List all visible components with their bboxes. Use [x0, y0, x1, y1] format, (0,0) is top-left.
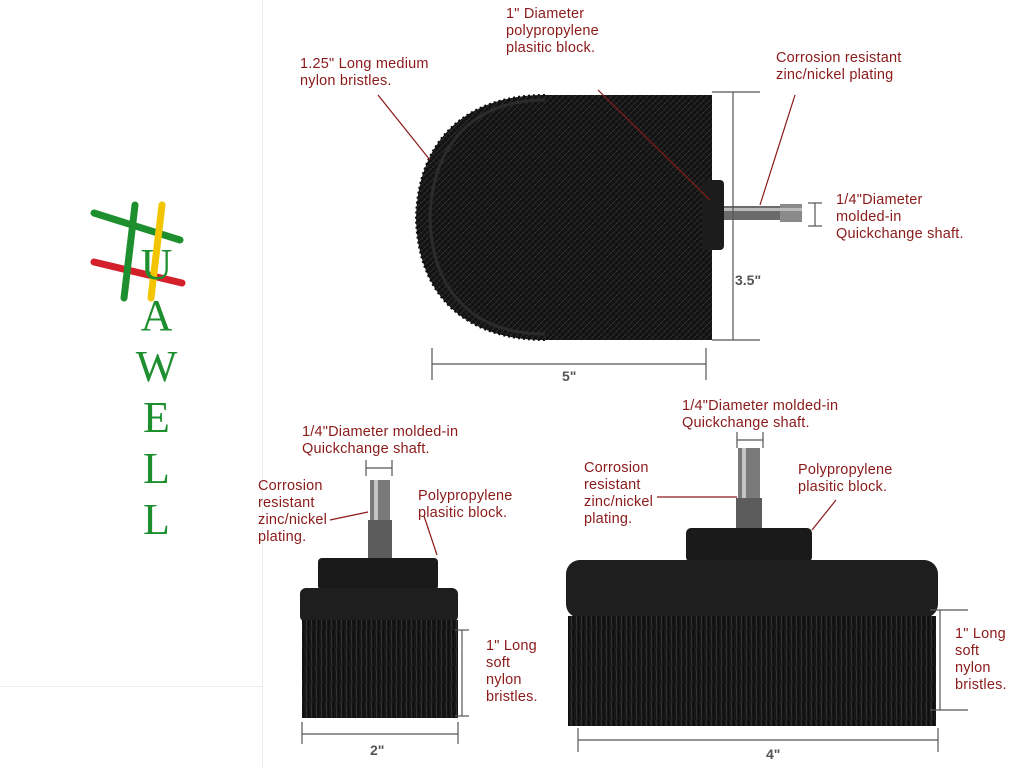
small-brush-bristles: [302, 620, 458, 718]
brand-name: UAWELL: [132, 240, 181, 546]
small-shaft-label: 1/4"Diameter molded-in Quickchange shaft…: [302, 424, 459, 457]
large-shaft-label: 1/4"Diameter molded-in Quickchange shaft…: [682, 398, 839, 431]
logo-yellow-vertical: [147, 201, 166, 302]
large-bristles-label: 1" Long soft nylon bristles.: [955, 626, 1007, 693]
small-width-dimension: 2": [370, 742, 385, 758]
small-flat-brush: [300, 480, 458, 718]
top-block-label: 1" Diameter polypropylene plasitic block…: [506, 6, 599, 56]
large-plating-label: Corrosion resistant zinc/nickel plating.: [584, 460, 654, 527]
small-bristles-label: 1" Long soft nylon bristles.: [486, 638, 538, 705]
large-flat-brush: [566, 448, 938, 726]
leader-lines: [329, 89, 837, 556]
logo-mark: [90, 201, 186, 302]
small-brush-block: [318, 558, 438, 590]
top-plating-label: Corrosion resistant zinc/nickel plating: [776, 50, 902, 83]
top-cone-brush: [414, 94, 802, 341]
dimension-lines: [301, 91, 968, 752]
logo-green-stroke: [90, 209, 184, 244]
top-brush-block: [702, 180, 724, 250]
large-brush-bristles: [568, 616, 936, 726]
panel-divider-horizontal: [0, 686, 262, 687]
top-width-dimension: 5": [562, 368, 577, 384]
top-brush-bristles: [416, 95, 712, 340]
panel-divider: [262, 0, 263, 768]
logo-red-stroke: [90, 258, 186, 287]
large-block-label: Polypropylene plasitic block.: [798, 462, 893, 495]
small-block-label: Polypropylene plasitic block.: [418, 488, 513, 521]
top-height-dimension: 3.5": [735, 272, 762, 288]
top-bristles-label: 1.25" Long medium nylon bristles.: [300, 56, 429, 89]
small-brush-shaft: [370, 480, 390, 520]
large-brush-block: [686, 528, 812, 562]
top-shaft-label: 1/4"Diameter molded-in Quickchange shaft…: [836, 192, 964, 242]
small-plating-label: Corrosion resistant zinc/nickel plating.: [258, 478, 328, 545]
large-width-dimension: 4": [766, 746, 781, 762]
logo-green-vertical: [120, 201, 139, 302]
large-brush-shaft: [738, 448, 760, 498]
